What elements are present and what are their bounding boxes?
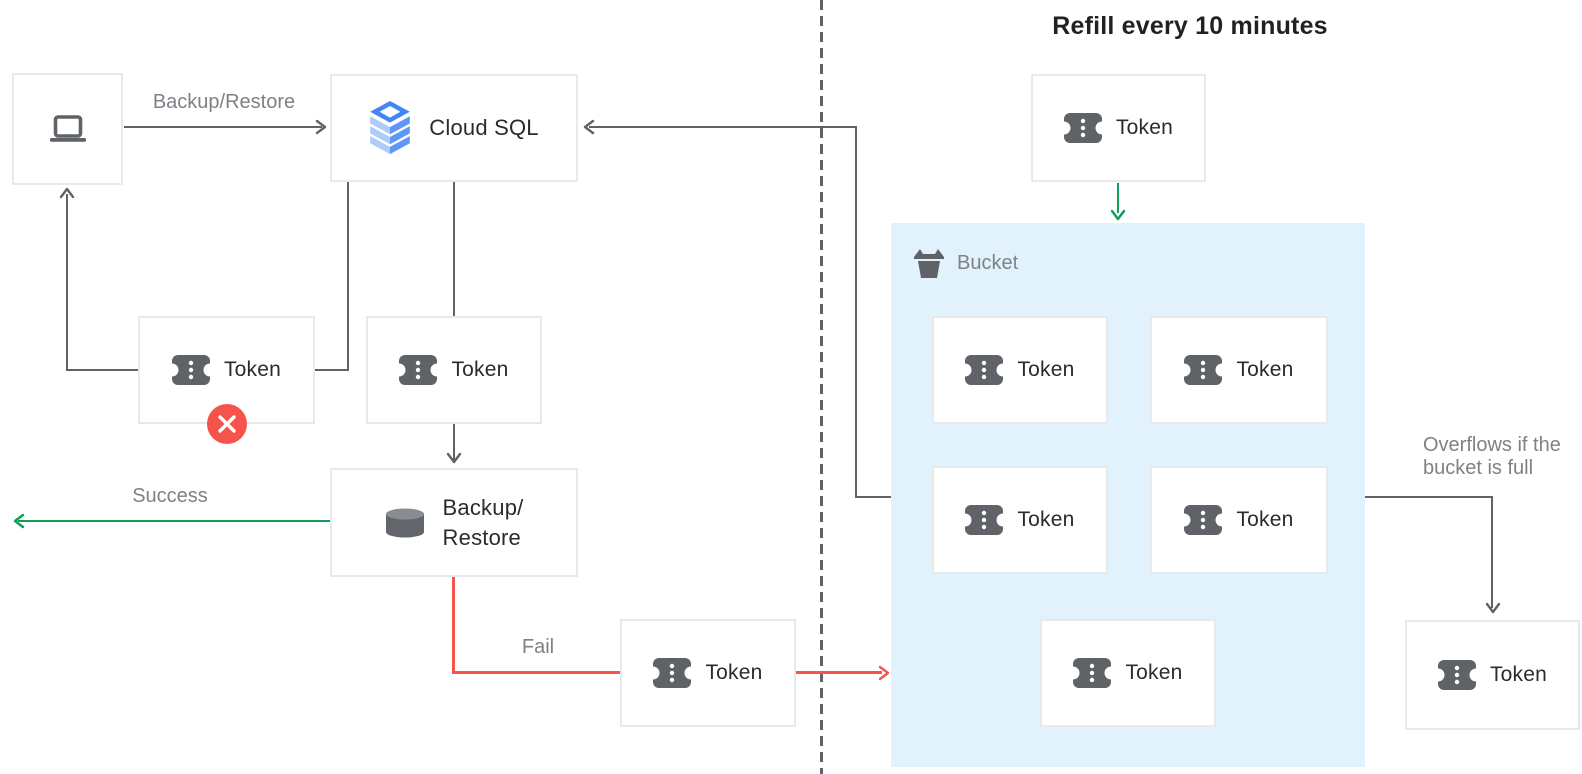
error-badge	[207, 404, 247, 444]
connector-success	[18, 520, 330, 522]
laptop-icon	[48, 113, 88, 145]
dashed-divider	[820, 0, 823, 774]
token-icon	[1438, 660, 1476, 690]
refill-title: Refill every 10 minutes	[1052, 12, 1328, 40]
overflow-label-line1: Overflows if the	[1423, 434, 1561, 456]
connector-client-to-cloudsql	[124, 126, 322, 128]
connector-bucket-exit-left	[855, 496, 891, 498]
connector-overflow-horiz	[1365, 496, 1493, 498]
connector-fail-to-bucket	[796, 671, 882, 674]
connector-cloudsql-down	[347, 182, 349, 371]
token-label: Token	[1017, 508, 1075, 531]
token-box-overflow: Token	[1405, 620, 1580, 730]
token-box-consumed: Token	[138, 316, 315, 424]
token-icon	[965, 355, 1003, 385]
token-label: Token	[1489, 663, 1548, 686]
bucket-token-4: Token	[1150, 466, 1328, 574]
arrowhead-up-icon	[59, 185, 75, 201]
token-icon	[1184, 355, 1222, 385]
connector-refill	[1117, 183, 1119, 213]
connector-token-request-to-backup	[453, 424, 455, 460]
bucket-token-1: Token	[932, 316, 1108, 424]
client-box	[12, 73, 123, 185]
x-icon	[207, 404, 247, 444]
arrowhead-overflow-down-icon	[1485, 600, 1501, 616]
token-label: Token	[1017, 358, 1075, 381]
backup-restore-label: Backup/ Restore	[442, 495, 524, 550]
token-icon	[1073, 658, 1111, 688]
token-icon	[1184, 505, 1222, 535]
overflow-label: Overflows if the bucket is full	[1423, 434, 1561, 480]
connector-cloudsql-to-token-request	[453, 182, 455, 316]
token-icon	[399, 355, 437, 385]
token-label: Token	[1125, 661, 1183, 684]
token-box-fail: Token	[620, 619, 796, 727]
connector-fail-vert	[452, 577, 455, 674]
bucket-header: Bucket	[912, 247, 1018, 279]
cloud-sql-label: Cloud SQL	[429, 115, 539, 140]
cloud-sql-icon	[369, 101, 411, 155]
token-label: Token	[1236, 508, 1294, 531]
token-label: Token	[705, 661, 763, 684]
bucket-token-3: Token	[932, 466, 1108, 574]
arrowhead-success-left-icon	[11, 513, 27, 529]
arrowhead-left-icon	[581, 119, 597, 135]
connector-overflow-vert	[1491, 496, 1493, 608]
token-label: Token	[451, 358, 509, 381]
bucket-label: Bucket	[957, 251, 1019, 274]
cloud-sql-box: Cloud SQL	[330, 74, 578, 182]
token-label: Token	[1115, 116, 1174, 139]
connector-fail-horiz	[452, 671, 620, 674]
arrowhead-refill-down-icon	[1110, 207, 1126, 223]
token-icon	[965, 505, 1003, 535]
connector-token-consumed-left	[67, 369, 138, 371]
token-label: Token	[223, 358, 282, 381]
connector-bucket-to-cloudsql-vert	[855, 126, 857, 497]
connector-bucket-to-cloudsql-top	[589, 126, 857, 128]
connector-up-to-client	[66, 194, 68, 371]
arrowhead-right-icon	[313, 119, 329, 135]
database-icon	[385, 508, 425, 538]
arrowhead-down-icon	[446, 450, 462, 466]
token-icon	[172, 355, 210, 385]
token-label: Token	[1236, 358, 1294, 381]
token-box-request: Token	[366, 316, 542, 424]
request-arrow-label: Backup/Restore	[152, 91, 296, 113]
token-icon	[1064, 113, 1102, 143]
bucket-token-2: Token	[1150, 316, 1328, 424]
bucket-icon	[912, 247, 946, 279]
success-label: Success	[132, 485, 208, 507]
overflow-label-line2: bucket is full	[1423, 457, 1534, 479]
token-box-refill: Token	[1031, 74, 1206, 182]
bucket-token-5: Token	[1040, 619, 1216, 727]
backup-restore-box: Backup/ Restore	[330, 468, 578, 577]
connector-to-token-consumed	[315, 369, 349, 371]
arrowhead-fail-right-icon	[876, 665, 892, 681]
token-icon	[653, 658, 691, 688]
fail-label: Fail	[521, 636, 555, 658]
